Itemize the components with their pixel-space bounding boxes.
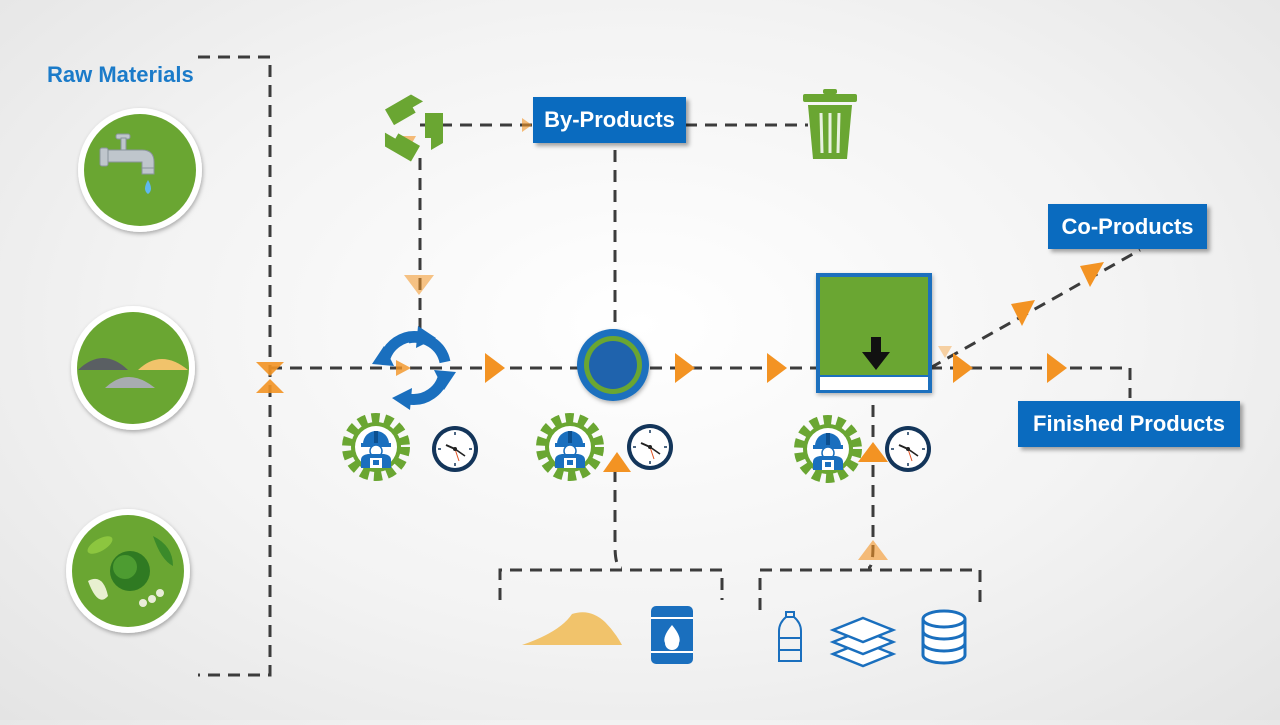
co-products-text: Co-Products [1061, 213, 1194, 239]
water-tap-icon [78, 108, 202, 232]
oil-barrel-icon [651, 606, 693, 664]
process-node-icon [577, 329, 649, 401]
finished-products-label: Finished Products [1018, 401, 1240, 447]
trash-bin-icon [803, 89, 857, 159]
connector-lines [198, 55, 1141, 677]
sand-pile-icon [522, 612, 622, 645]
recycle-icon [378, 91, 443, 162]
finished-products-text: Finished Products [1033, 411, 1225, 436]
water-bottle-icon [778, 611, 802, 662]
gravel-piles-icon [71, 306, 195, 430]
raw-materials-title: Raw Materials [47, 62, 194, 87]
vegetables-icon [66, 509, 190, 633]
by-products-text: By-Products [544, 107, 675, 132]
flow-arrowheads [256, 118, 1104, 560]
cycle-arrows-icon [372, 326, 456, 410]
database-icon [921, 609, 967, 665]
by-products-label: By-Products [533, 97, 686, 143]
co-products-label: Co-Products [1048, 204, 1207, 249]
layers-icon [829, 616, 897, 668]
worker-gear-icon [347, 418, 857, 478]
storage-box-icon [816, 273, 932, 393]
